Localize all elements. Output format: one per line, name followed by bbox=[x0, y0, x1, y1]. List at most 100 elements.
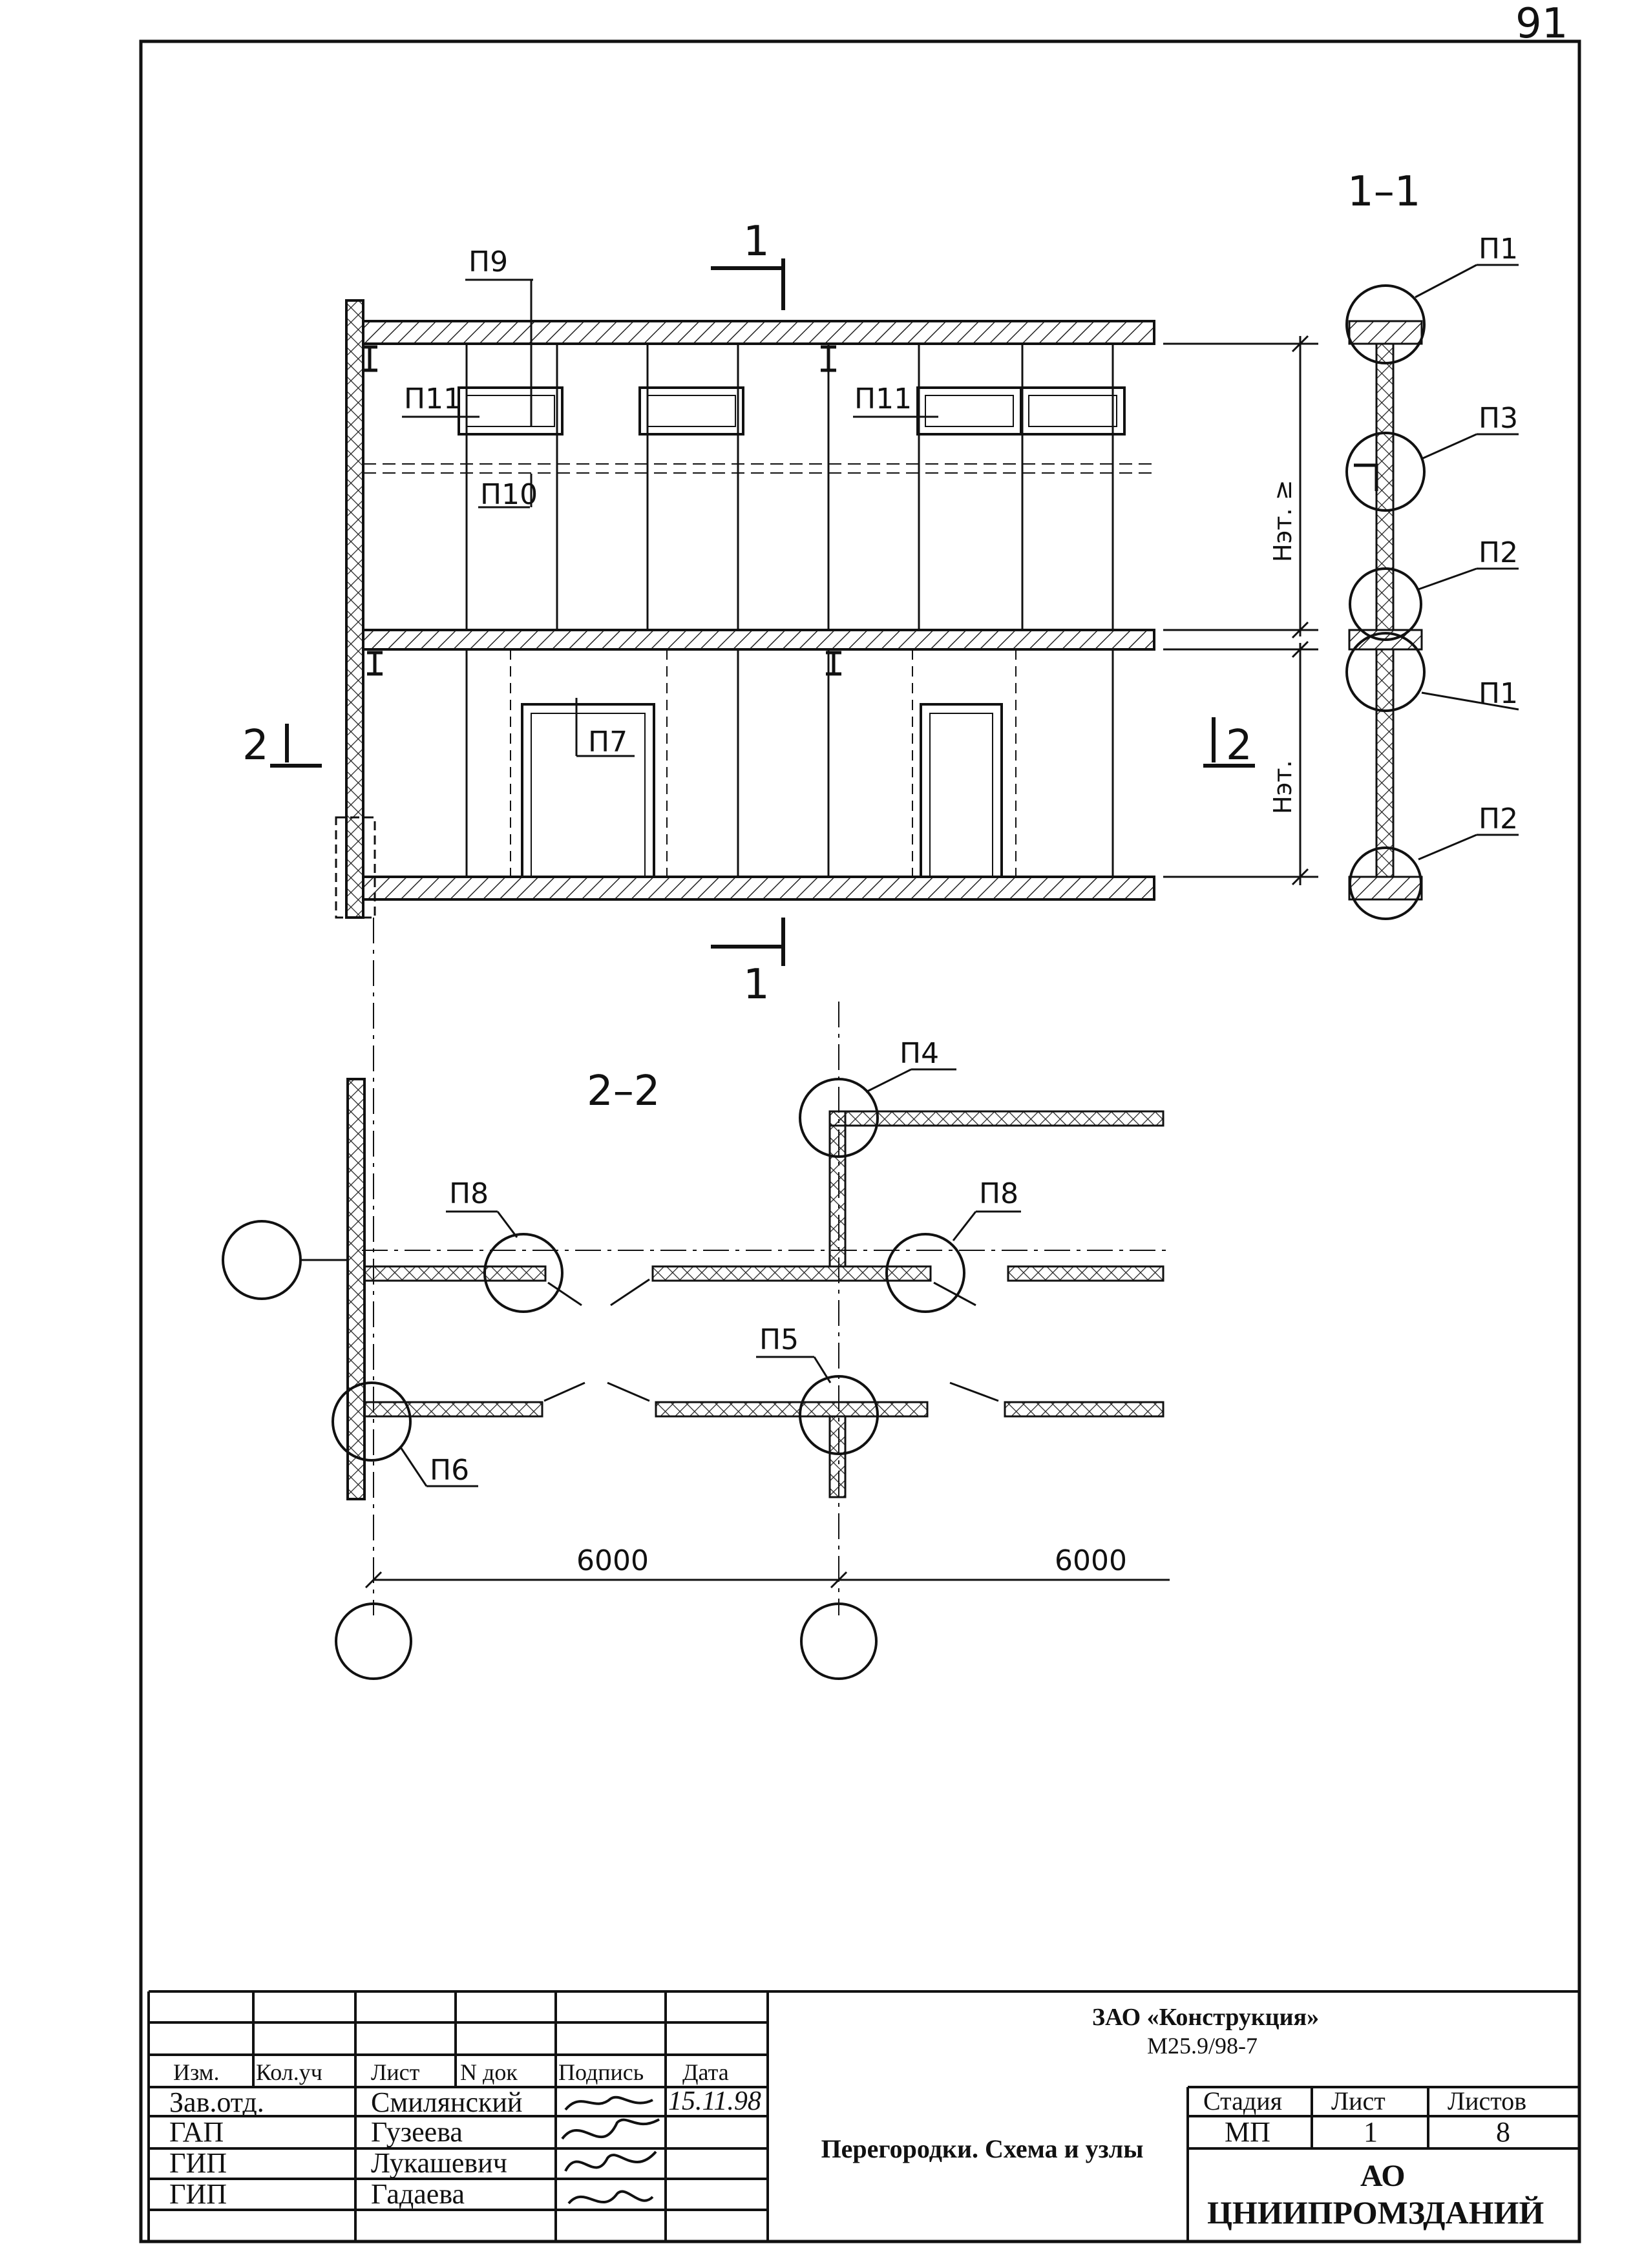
level-label-upper: Нэт. ≥ bbox=[1269, 479, 1297, 562]
tb-sheet: 1 bbox=[1364, 2116, 1378, 2148]
node-circle-p1-mid bbox=[1345, 632, 1426, 712]
cut-1-top: 1 bbox=[743, 218, 770, 266]
tb-org-line2: ЦНИИПРОМЗДАНИЙ bbox=[1207, 2194, 1544, 2231]
tb-name-2: Гузеева bbox=[371, 2116, 463, 2148]
leaders-1-1 bbox=[1415, 264, 1519, 861]
node-circle-p2-mid bbox=[1349, 567, 1422, 641]
node-circle-p5 bbox=[799, 1375, 879, 1455]
tb-date: 15.11.98 bbox=[668, 2086, 761, 2116]
label-p1-mid: П1 bbox=[1479, 677, 1518, 710]
tb-header-podpis: Подпись bbox=[558, 2059, 644, 2085]
section-1-1-title: 1–1 bbox=[1347, 168, 1420, 216]
window-3 bbox=[916, 386, 1022, 436]
window-4 bbox=[1020, 386, 1126, 436]
span-dim-2: 6000 bbox=[1055, 1544, 1127, 1577]
label-p4: П4 bbox=[900, 1037, 939, 1070]
label-p11-left: П11 bbox=[404, 383, 461, 415]
tb-name-3: Лукашевич bbox=[371, 2147, 507, 2179]
tb-header-kol: Кол.уч bbox=[256, 2059, 322, 2085]
tb-company: ЗАО «Конструкция» bbox=[1092, 2004, 1320, 2031]
partition-row2-b bbox=[655, 1401, 929, 1418]
axis-marker-2 bbox=[800, 1602, 878, 1680]
tb-header-izm: Изм. bbox=[173, 2059, 220, 2085]
signatures bbox=[561, 2095, 660, 2205]
node-circle-p2-bot bbox=[1349, 846, 1422, 920]
span-dimension bbox=[364, 1571, 1170, 1589]
section-2-2-title: 2–2 bbox=[587, 1067, 660, 1115]
tb-sheets: 8 bbox=[1496, 2116, 1510, 2148]
label-p10: П10 bbox=[480, 478, 538, 511]
tb-sheet-title-text: Перегородки. Схема и узлы bbox=[821, 2134, 1144, 2163]
section-wall-lower bbox=[1375, 648, 1395, 878]
door-swings bbox=[543, 1278, 999, 1402]
bottom-slab bbox=[362, 876, 1155, 901]
node-circle-p1-top bbox=[1345, 284, 1426, 364]
label-p8-left: П8 bbox=[449, 1177, 489, 1210]
tb-name-1: Смилянский bbox=[371, 2086, 523, 2118]
node-circle-p8-left bbox=[483, 1233, 564, 1313]
label-p6: П6 bbox=[430, 1454, 469, 1487]
upper-panel-joints bbox=[465, 344, 1114, 630]
tb-name-4: Гадаева bbox=[371, 2178, 465, 2210]
partition-row2-a bbox=[363, 1401, 543, 1418]
tb-role-1: Зав.отд. bbox=[169, 2086, 264, 2118]
cut-2-left: 2 bbox=[242, 722, 269, 770]
partition-p4-vert bbox=[828, 1110, 847, 1268]
signature-1 bbox=[564, 2095, 653, 2111]
partition-row1-a bbox=[363, 1265, 547, 1282]
window-2 bbox=[638, 386, 744, 436]
cut-1-bottom: 1 bbox=[743, 961, 770, 1009]
doors bbox=[521, 703, 1003, 877]
lower-panel-joints bbox=[465, 649, 1114, 877]
level-dimensions bbox=[1163, 335, 1318, 886]
label-p3: П3 bbox=[1479, 402, 1518, 435]
transom-windows bbox=[458, 386, 1126, 436]
tb-doc-code: М25.9/98-7 bbox=[1147, 2033, 1258, 2059]
door-2 bbox=[920, 703, 1003, 877]
label-p2-mid: П2 bbox=[1479, 536, 1518, 569]
tb-org-line1: АО bbox=[1360, 2159, 1406, 2193]
node-circle-p3 bbox=[1345, 432, 1426, 512]
section-slab-top bbox=[1348, 320, 1423, 345]
signature-4 bbox=[567, 2190, 654, 2205]
p3-bracket bbox=[1354, 463, 1378, 491]
wall-foot bbox=[335, 816, 376, 919]
label-p9: П9 bbox=[469, 246, 508, 278]
node-circle-p6 bbox=[332, 1381, 412, 1462]
node-circles-1-1 bbox=[1345, 284, 1426, 920]
tb-stage: МП bbox=[1225, 2116, 1270, 2148]
leaders bbox=[402, 278, 938, 757]
page-number: 91 bbox=[1515, 0, 1568, 48]
tb-sheets-header: Листов bbox=[1448, 2086, 1527, 2116]
plan-2-2: 2–2 bbox=[222, 918, 1170, 1680]
node-circle-p4 bbox=[799, 1078, 879, 1158]
partition-row1-c bbox=[1007, 1265, 1164, 1282]
tb-role-2: ГАП bbox=[169, 2116, 224, 2148]
section-slab-bot bbox=[1348, 876, 1423, 901]
label-p8-right: П8 bbox=[979, 1177, 1018, 1210]
tb-header-data: Дата bbox=[682, 2059, 729, 2085]
node-circle-p8-right bbox=[885, 1233, 965, 1313]
label-p5: П5 bbox=[759, 1323, 799, 1356]
span-dim-1: 6000 bbox=[576, 1544, 649, 1577]
section-wall-upper bbox=[1375, 342, 1395, 631]
elevation-view: 1 1 2 2 П9 П11 П11 П10 П7 Нэт. ≥ Нэт. bbox=[242, 218, 1318, 1009]
beam-marks bbox=[362, 345, 841, 676]
partition-p4-horiz bbox=[828, 1110, 1164, 1127]
cut-1-marks bbox=[711, 258, 785, 966]
signature-2 bbox=[561, 2118, 660, 2140]
sheet-frame bbox=[139, 39, 1581, 2243]
tb-sheet-title: Перегородки. Схема и узлы bbox=[801, 2132, 1163, 2166]
label-p2-bot: П2 bbox=[1479, 803, 1518, 835]
partition-stub-p5 bbox=[828, 1415, 847, 1498]
cut-2-marks bbox=[270, 717, 1255, 768]
tb-role-4: ГИП bbox=[169, 2178, 227, 2210]
label-p11-right: П11 bbox=[854, 383, 912, 415]
plan-outer-wall bbox=[346, 1078, 366, 1500]
tb-stage-header: Стадия bbox=[1203, 2086, 1283, 2116]
axis-marker-1 bbox=[335, 1602, 412, 1680]
leaders-2-2 bbox=[399, 1068, 1021, 1487]
section-1-1: 1–1 П1 П3 П2 П1 П2 bbox=[1345, 168, 1519, 920]
node-circles-2-2 bbox=[222, 1078, 965, 1680]
